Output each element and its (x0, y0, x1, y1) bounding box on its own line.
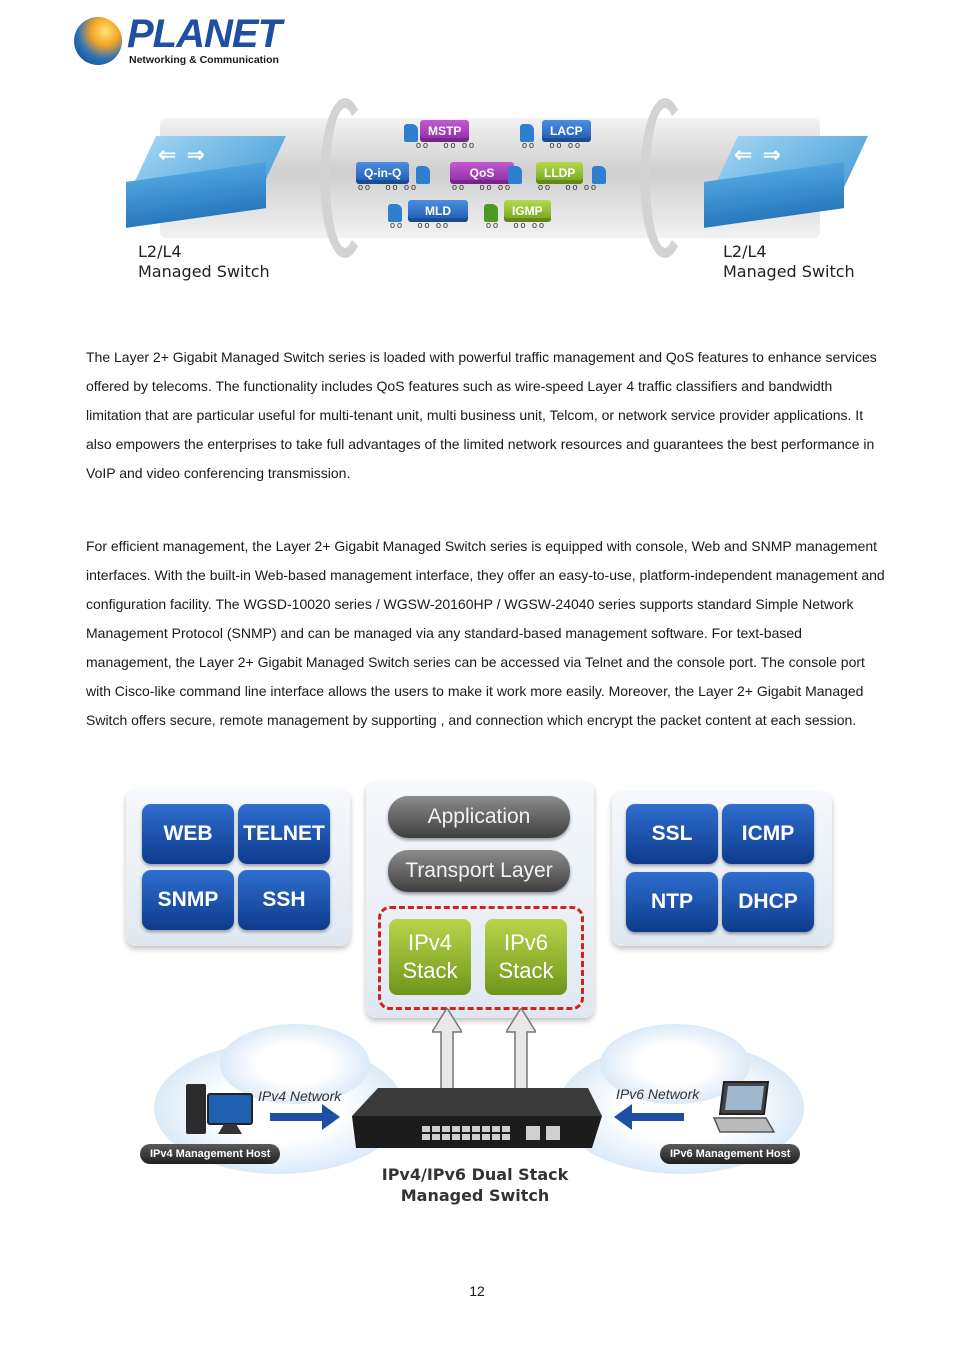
ipv6-stack: IPv6 Stack (485, 919, 567, 995)
tube-ring-right (640, 98, 690, 258)
protocol-stack-panel: Application Transport Layer IPv4 Stack I… (366, 782, 594, 1018)
globe-logo-icon (74, 17, 122, 65)
paragraph-management: For efficient management, the Layer 2+ G… (86, 538, 885, 728)
dual-stack-figure: WEB TELNET SNMP SSH Application Transpor… (120, 780, 840, 1210)
logo-wordmark: PLANET (127, 12, 282, 56)
traffic-management-figure: ⇐ ⇒ L2/L4 Managed Switch ⇐ ⇒ L2/L4 Manag… (120, 96, 868, 291)
ipv4-host-label: IPv4 Management Host (140, 1144, 281, 1164)
planet-logo: PLANET Networking & Communication (72, 12, 282, 70)
ipv4-stack: IPv4 Stack (389, 919, 471, 995)
managed-switch-icon (352, 1088, 602, 1148)
ipv6-host-label: IPv6 Management Host (660, 1144, 801, 1164)
protocol-icmp: ICMP (722, 804, 814, 864)
protocol-ntp: NTP (626, 872, 718, 932)
dual-stack-switch-label: IPv4/IPv6 Dual Stack Managed Switch (381, 1165, 569, 1205)
ip-stacks-group: IPv4 Stack IPv6 Stack (378, 906, 584, 1010)
protocol-snmp: SNMP (142, 870, 234, 930)
desktop-computer-icon (186, 1084, 253, 1134)
right-protocol-panel: SSL ICMP NTP DHCP (612, 792, 832, 946)
protocol-telnet: TELNET (238, 804, 330, 864)
ipv4-network-label: IPv4 Network (258, 1088, 342, 1104)
cloud-puff (220, 1024, 370, 1104)
protocol-dhcp: DHCP (722, 872, 814, 932)
ipv6-network-label: IPv6 Network (616, 1086, 700, 1102)
arrow-left-icon (614, 1104, 684, 1130)
application-layer: Application (388, 796, 570, 838)
protocol-ssh: SSH (238, 870, 330, 930)
protocol-ssl: SSL (626, 804, 718, 864)
transport-layer: Transport Layer (388, 850, 570, 892)
logo-tagline: Networking & Communication (129, 54, 279, 66)
laptop-icon (712, 1081, 776, 1133)
left-protocol-panel: WEB TELNET SNMP SSH (126, 790, 350, 946)
page-number: 12 (469, 1283, 485, 1299)
paragraph-qos: The Layer 2+ Gigabit Managed Switch seri… (86, 349, 877, 481)
tube-ring-left (320, 98, 370, 258)
protocol-web: WEB (142, 804, 234, 864)
right-switch-label: L2/L4 Managed Switch (723, 242, 855, 281)
arrow-right-icon (270, 1104, 340, 1130)
up-arrow-icon (506, 1008, 536, 1098)
up-arrow-icon (432, 1008, 462, 1098)
left-switch-label: L2/L4 Managed Switch (138, 242, 270, 281)
